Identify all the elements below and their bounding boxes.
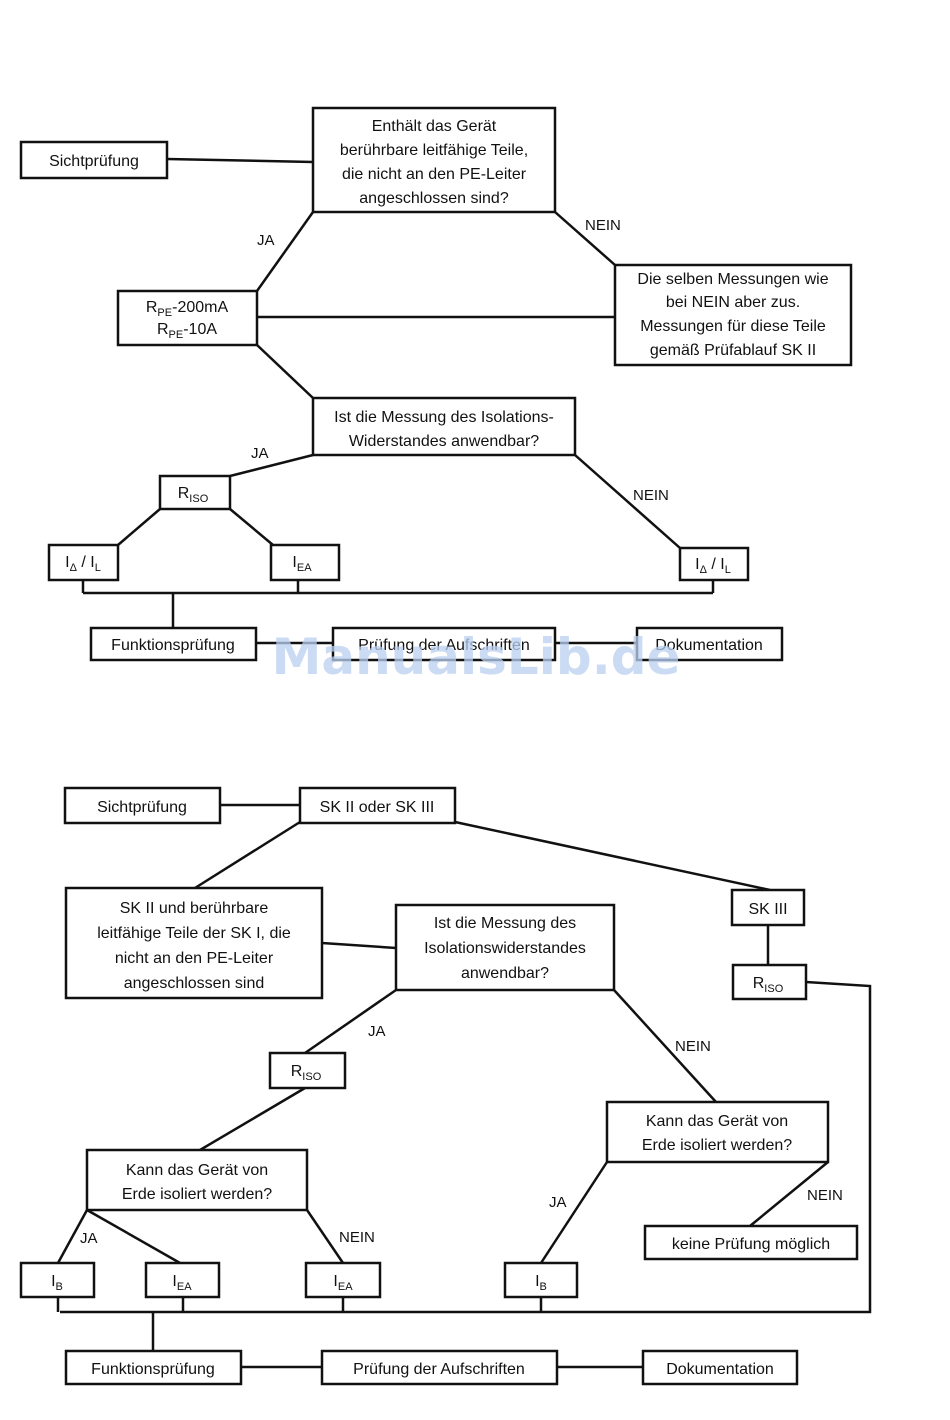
d1-riso-label: RISO: [178, 485, 209, 505]
d2-nein-label: NEIN: [807, 1187, 843, 1204]
d1-aufschriften-label: Prüfung der Aufschriften: [358, 637, 530, 654]
d2-ib-label: IB: [535, 1273, 547, 1293]
d1-nein-label: NEIN: [585, 217, 621, 234]
d2-iso-question-line: Ist die Messung des: [434, 915, 576, 932]
d1-idelta-il-box-right: IΔ / IL: [678, 546, 750, 582]
d1-connectors: [81, 157, 715, 645]
d1-idelta-il-label: IΔ / IL: [695, 556, 731, 576]
d2-sk2-line: SK II und berührbare: [120, 900, 269, 917]
d2-funktionspruefung-box: Funktionsprüfung: [64, 1349, 243, 1386]
d2-sk3-label: SK III: [748, 901, 787, 918]
d2-erde-question-left-line: Kann das Gerät von: [126, 1162, 268, 1179]
d2-sk-question-label: SK II oder SK III: [320, 799, 435, 816]
d2-sichtpruefung-box: Sichtprüfung: [63, 786, 222, 825]
d1-question-iso-line: Ist die Messung des Isolations-: [334, 409, 554, 426]
d2-sichtpruefung-label: Sichtprüfung: [97, 799, 187, 816]
d1-question-iso-line: Widerstandes anwendbar?: [349, 433, 539, 450]
d2-sk2-line: angeschlossen sind: [124, 975, 265, 992]
d2-dokumentation-box: Dokumentation: [641, 1349, 799, 1386]
diagram-1: Sichtprüfung Enthält das Gerät berührbar…: [19, 106, 853, 662]
d1-riso-box: RISO: [158, 474, 232, 511]
d1-nein-measurements-box: Die selben Messungen wie bei NEIN aber z…: [613, 263, 853, 367]
d2-sk-question-box: SK II oder SK III: [298, 786, 457, 825]
d2-sk2-line: leitfähige Teile der SK I, die: [97, 925, 291, 942]
d1-nein-label: NEIN: [633, 487, 669, 504]
d2-erde-question-right-line: Kann das Gerät von: [646, 1113, 788, 1130]
d1-iea-label: IEA: [292, 554, 312, 574]
d1-nein-measurements-line: Messungen für diese Teile: [640, 318, 826, 335]
d2-ib-label: IB: [51, 1273, 63, 1293]
d2-aufschriften-box: Prüfung der Aufschriften: [320, 1349, 559, 1386]
d1-rpe-200ma: RPE-200mA: [146, 299, 229, 319]
d1-sichtpruefung-box: Sichtprüfung: [19, 140, 169, 180]
d2-iea-label: IEA: [333, 1273, 353, 1293]
d2-ja-label: JA: [368, 1023, 386, 1040]
d2-aufschriften-label: Prüfung der Aufschriften: [353, 1361, 525, 1378]
d1-question-pe-line: die nicht an den PE-Leiter: [342, 166, 527, 183]
d1-idelta-il-label: IΔ / IL: [65, 554, 101, 574]
d2-keine-pruefung-label: keine Prüfung möglich: [672, 1236, 830, 1253]
d2-erde-question-right-line: Erde isoliert werden?: [642, 1137, 792, 1154]
d2-riso-box-left: RISO: [268, 1051, 347, 1090]
d2-iso-question-box: Ist die Messung des Isolationswiderstand…: [394, 903, 616, 992]
d1-nein-measurements-line: bei NEIN aber zus.: [666, 294, 800, 311]
d2-iso-question-line: anwendbar?: [461, 965, 549, 982]
d2-riso-box-right: RISO: [731, 963, 808, 1001]
d2-ja-label: JA: [80, 1230, 98, 1247]
d2-dokumentation-label: Dokumentation: [666, 1361, 774, 1378]
d1-aufschriften-box: Prüfung der Aufschriften: [331, 626, 557, 662]
d2-riso-label: RISO: [753, 975, 784, 995]
d1-question-pe-line: angeschlossen sind?: [359, 190, 509, 207]
d2-sk2-box: SK II und berührbare leitfähige Teile de…: [64, 886, 324, 1000]
d1-iea-box: IEA: [269, 543, 341, 582]
d2-ja-label: JA: [549, 1194, 567, 1211]
d2-erde-question-right-box: Kann das Gerät von Erde isoliert werden?: [605, 1100, 830, 1164]
d2-sk3-box: SK III: [730, 888, 806, 927]
diagram-2: Sichtprüfung SK II oder SK III SK II und…: [19, 786, 872, 1386]
d2-keine-pruefung-box: keine Prüfung möglich: [643, 1224, 859, 1261]
d1-funktionspruefung-label: Funktionsprüfung: [111, 637, 235, 654]
d2-nein-label: NEIN: [339, 1229, 375, 1246]
d1-ja-label: JA: [257, 232, 275, 249]
d1-rpe-box: RPE-200mA RPE-10A: [116, 289, 259, 347]
d2-iea-label: IEA: [172, 1273, 192, 1293]
d1-funktionspruefung-box: Funktionsprüfung: [89, 626, 258, 662]
d1-question-pe-line: berührbare leitfähige Teile,: [340, 142, 528, 159]
d2-erde-question-left-box: Kann das Gerät von Erde isoliert werden?: [85, 1148, 309, 1212]
d2-iso-question-line: Isolationswiderstandes: [424, 940, 586, 957]
d1-nein-measurements-line: gemäß Prüfablauf SK II: [650, 342, 816, 359]
d2-erde-question-left-line: Erde isoliert werden?: [122, 1186, 272, 1203]
d2-funktionspruefung-label: Funktionsprüfung: [91, 1361, 215, 1378]
d1-dokumentation-label: Dokumentation: [655, 637, 763, 654]
d2-iea-box-right: IEA: [304, 1261, 382, 1299]
d1-rpe-10a: RPE-10A: [157, 321, 217, 341]
d2-nein-label: NEIN: [675, 1038, 711, 1055]
d1-sichtpruefung-label: Sichtprüfung: [49, 153, 139, 170]
d1-nein-measurements-line: Die selben Messungen wie: [637, 271, 828, 288]
d1-idelta-il-box-left: IΔ / IL: [47, 543, 120, 582]
d1-question-iso-box: Ist die Messung des Isolations- Widersta…: [311, 396, 577, 457]
d2-connectors: [56, 803, 872, 1369]
watermark-text: ManualsLib.de: [272, 628, 681, 686]
d1-question-pe-box: Enthält das Gerät berührbare leitfähige …: [311, 106, 557, 214]
d1-ja-label: JA: [251, 445, 269, 462]
d1-dokumentation-box: Dokumentation: [635, 626, 784, 662]
d2-ib-box-right: IB: [503, 1261, 579, 1299]
d2-iea-box-left: IEA: [144, 1261, 221, 1299]
d1-question-pe-line: Enthält das Gerät: [372, 118, 497, 135]
d2-ib-box-left: IB: [19, 1261, 96, 1299]
d2-riso-label: RISO: [291, 1063, 322, 1083]
d2-sk2-line: nicht an den PE-Leiter: [115, 950, 274, 967]
